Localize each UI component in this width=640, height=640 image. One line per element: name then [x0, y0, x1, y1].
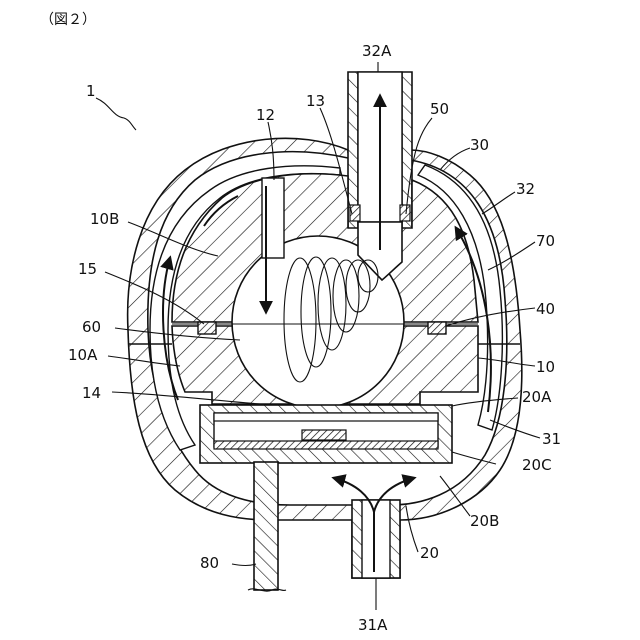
inlet-bore: [362, 500, 390, 578]
label-32A: 32A: [362, 42, 392, 60]
label-15: 15: [78, 260, 97, 278]
figure-caption: （図２）: [40, 12, 96, 28]
base-layer-20C: [214, 441, 438, 449]
seal-40: [428, 322, 446, 334]
label-40: 40: [536, 300, 555, 318]
support-rod: [254, 462, 278, 590]
label-20B: 20B: [470, 512, 499, 530]
label-20A: 20A: [522, 388, 552, 406]
base-pad: [302, 430, 346, 440]
label-20: 20: [420, 544, 439, 562]
label-80: 80: [200, 554, 219, 572]
label-13: 13: [306, 92, 325, 110]
label-60: 60: [82, 318, 101, 336]
label-14: 14: [82, 384, 101, 402]
label-31A: 31A: [358, 616, 388, 634]
label-70: 70: [536, 232, 555, 250]
label-50: 50: [430, 100, 449, 118]
label-31: 31: [542, 430, 561, 448]
label-20C: 20C: [522, 456, 552, 474]
label-10: 10: [536, 358, 555, 376]
label-10B: 10B: [90, 210, 119, 228]
base-plate-20A: [214, 413, 438, 421]
label-10A: 10A: [68, 346, 98, 364]
oring-50-right: [400, 205, 410, 221]
label-1: 1: [86, 82, 96, 100]
seal-15: [198, 322, 216, 334]
label-32: 32: [516, 180, 535, 198]
label-12: 12: [256, 106, 275, 124]
label-30: 30: [470, 136, 489, 154]
